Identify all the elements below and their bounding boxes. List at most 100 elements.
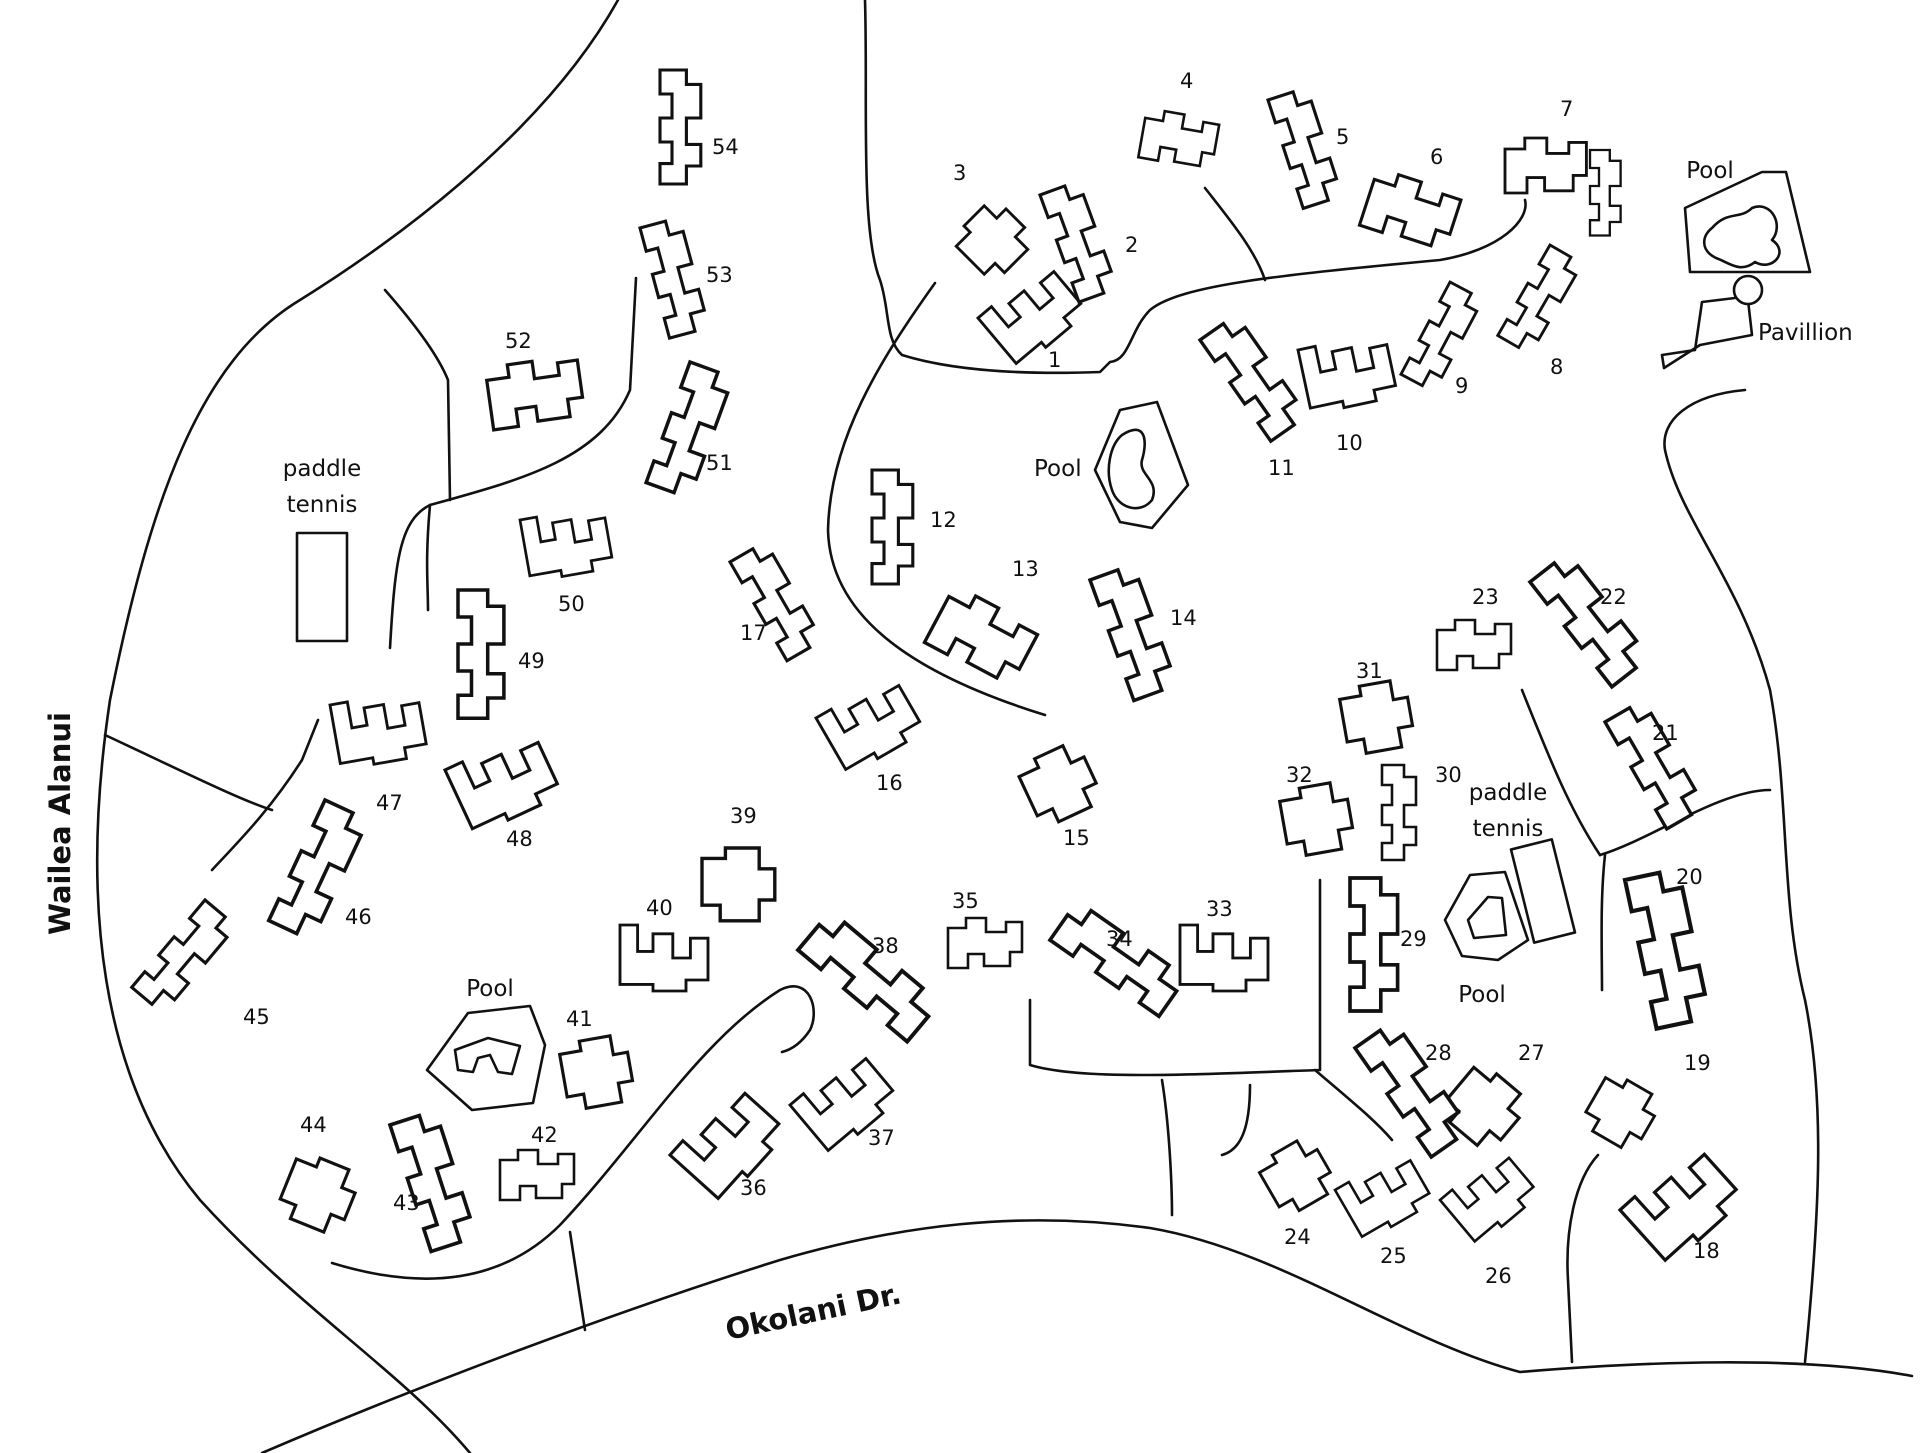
building-7-label: 7	[1560, 97, 1573, 121]
building-12-label: 12	[930, 508, 957, 532]
building-34[interactable]: 34	[1048, 899, 1189, 1019]
building-52-label: 52	[505, 329, 532, 353]
building-38[interactable]: 38	[796, 908, 942, 1044]
building-30-label: 30	[1435, 763, 1462, 787]
building-48[interactable]: 48	[443, 727, 564, 851]
building-17[interactable]: 17	[728, 540, 824, 663]
building-32[interactable]: 32	[1276, 763, 1358, 860]
building-46-label: 46	[345, 905, 372, 929]
building-54[interactable]: 54	[658, 68, 739, 186]
pool-lower-right-water	[1466, 895, 1508, 940]
building-12[interactable]: 12	[870, 468, 957, 586]
building-53-label: 53	[706, 263, 733, 287]
building-53[interactable]: 53	[638, 215, 733, 340]
building-11[interactable]: 11	[1198, 312, 1309, 480]
road-right-paddle	[1520, 688, 1602, 857]
building-28[interactable]: 28	[1353, 1018, 1473, 1159]
building-16[interactable]: 16	[814, 672, 927, 795]
building-33[interactable]: 33	[1178, 897, 1270, 993]
building-22-label: 22	[1600, 585, 1627, 609]
building-47-label: 47	[376, 791, 403, 815]
pavillion-label: Pavillion	[1758, 320, 1853, 346]
building-21-label: 21	[1652, 721, 1679, 745]
building-15[interactable]: 15	[1013, 738, 1106, 850]
building-32-label: 32	[1286, 763, 1313, 787]
building-13[interactable]: 13	[922, 557, 1042, 690]
road-left-spur-2	[210, 718, 320, 872]
building-39[interactable]: 39	[700, 804, 777, 923]
building-52[interactable]: 52	[483, 329, 587, 432]
building-29-label: 29	[1400, 927, 1427, 951]
building-44[interactable]: 44	[273, 1113, 364, 1240]
building-29[interactable]: 29	[1348, 876, 1427, 1013]
building-5[interactable]: 5	[1266, 85, 1349, 210]
building-21[interactable]: 21	[1603, 698, 1707, 831]
road-right-spine	[1600, 853, 1607, 992]
building-54-label: 54	[712, 135, 739, 159]
pool-center-water	[1107, 428, 1155, 510]
building-2-label: 2	[1125, 233, 1138, 257]
building-4[interactable]: 4	[1137, 69, 1222, 172]
building-25[interactable]: 25	[1333, 1148, 1436, 1268]
road-lower-center	[1028, 878, 1322, 1077]
building-10[interactable]: 10	[1296, 330, 1400, 455]
building-23[interactable]: 23	[1435, 585, 1513, 672]
building-47[interactable]: 47	[328, 688, 430, 815]
building-41-label: 41	[566, 1007, 593, 1031]
road-center-curve	[826, 281, 1047, 717]
building-43[interactable]: 43	[388, 1108, 479, 1254]
pavillion-building	[1660, 290, 1754, 370]
building-30[interactable]: 30	[1380, 763, 1462, 862]
amenities: paddle tennis Pool Pool Pool paddle tenn…	[283, 158, 1853, 1112]
building-51-label: 51	[706, 451, 733, 475]
building-6[interactable]: 6	[1357, 145, 1465, 255]
building-20[interactable]: 20	[1625, 865, 1710, 1029]
road-okolani-dr	[260, 1219, 1914, 1453]
building-40-label: 40	[646, 896, 673, 920]
road-top-center	[863, 0, 1527, 375]
building-41[interactable]: 41	[556, 1007, 638, 1113]
building-13-label: 13	[1012, 557, 1039, 581]
building-7[interactable]: 7	[1503, 97, 1622, 237]
building-18[interactable]: 18	[1618, 1141, 1747, 1268]
buildings: 1 2 3 4 5 6 7 8	[130, 68, 1747, 1288]
building-49-label: 49	[518, 649, 545, 673]
paddle-tennis-court-left	[295, 531, 349, 643]
building-3[interactable]: 3	[948, 161, 1039, 285]
pavillion-gazebo	[1732, 274, 1764, 306]
building-24[interactable]: 24	[1253, 1132, 1341, 1249]
building-19[interactable]: 19	[1577, 1051, 1711, 1156]
building-36[interactable]: 36	[668, 1082, 790, 1205]
street-label-okolani-dr: Okolani Dr.	[722, 1276, 904, 1346]
building-27[interactable]: 27	[1435, 1041, 1545, 1157]
building-44-label: 44	[300, 1113, 327, 1137]
building-49[interactable]: 49	[456, 588, 545, 721]
road-upper-left	[383, 288, 452, 502]
building-14[interactable]: 14	[1088, 562, 1197, 703]
road-top-branch	[1203, 186, 1267, 282]
building-50[interactable]: 50	[518, 504, 616, 616]
building-22[interactable]: 22	[1528, 550, 1652, 689]
tennis-label-left: tennis	[287, 492, 358, 518]
building-26-label: 26	[1485, 1264, 1512, 1288]
building-34-label: 34	[1106, 927, 1133, 951]
building-9[interactable]: 9	[1399, 280, 1485, 398]
building-31[interactable]: 31	[1336, 659, 1418, 758]
building-51[interactable]: 51	[644, 360, 735, 500]
building-45[interactable]: 45	[130, 898, 270, 1029]
building-46[interactable]: 46	[266, 798, 372, 943]
tennis-label-right: tennis	[1473, 816, 1544, 842]
building-35-label: 35	[952, 889, 979, 913]
building-1-label: 1	[1048, 348, 1061, 372]
building-42[interactable]: 42	[498, 1123, 576, 1202]
building-2[interactable]: 2	[1038, 179, 1138, 304]
building-8[interactable]: 8	[1496, 243, 1584, 379]
building-25-label: 25	[1380, 1244, 1407, 1268]
building-1[interactable]: 1	[976, 260, 1090, 372]
building-26[interactable]: 26	[1438, 1147, 1542, 1288]
building-40[interactable]: 40	[618, 896, 710, 993]
building-35[interactable]: 35	[946, 889, 1024, 970]
building-23-label: 23	[1472, 585, 1499, 609]
building-4-label: 4	[1180, 69, 1193, 93]
building-37[interactable]: 37	[788, 1047, 902, 1157]
